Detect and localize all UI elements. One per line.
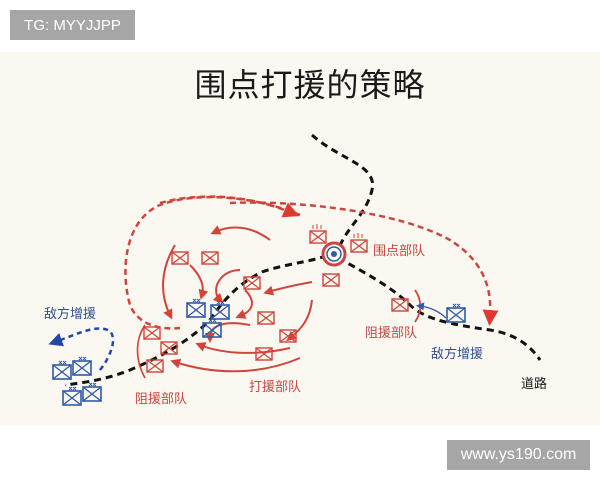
label-blocking-force-left: 阻援部队 [135,392,188,407]
watermark-bottom: www.ys190.com [447,440,590,470]
blue-unit-icon [186,298,206,318]
red-unit-icon [201,251,219,265]
red-unit-icon [255,347,273,361]
label-enemy-reinforcement-right: 敌方增援 [431,347,484,362]
diagram-title: 围点打援的策略 [194,66,426,104]
label-blocking-force-right: 阻援部队 [365,326,418,341]
red-dashed-arc-left [124,195,301,330]
blue-unit-icon [82,382,102,402]
red-unit-icon [322,273,340,287]
road-line-east [337,256,542,361]
blue-unit-icon [62,386,82,406]
red-dashed-arc-right [229,201,499,326]
label-besieging-force: 围点部队 [373,244,426,259]
red-unit-icon [350,239,368,253]
red-unit-icon [309,230,327,244]
besieged-point-icon [321,241,347,267]
blue-unit-icon [202,318,222,338]
blue-unit-icon [210,300,230,320]
red-unit-icon [146,359,164,373]
blue-unit-icon [446,303,466,323]
red-dashed-arrow-top [159,195,300,218]
road-line [64,133,375,387]
blue-unit-icon [72,356,92,376]
label-road: 道路 [521,377,548,392]
red-unit-icon [143,326,161,340]
diagram-canvas [0,52,600,425]
label-striking-force: 打援部队 [249,380,302,395]
red-unit-icon [257,311,275,325]
blue-unit-icon [52,360,72,380]
red-unit-icon [171,251,189,265]
red-unit-icon [391,298,409,312]
label-enemy-reinforcement-left: 敌方增援 [44,307,97,322]
watermark-top: TG: MYYJJPP [10,10,135,40]
